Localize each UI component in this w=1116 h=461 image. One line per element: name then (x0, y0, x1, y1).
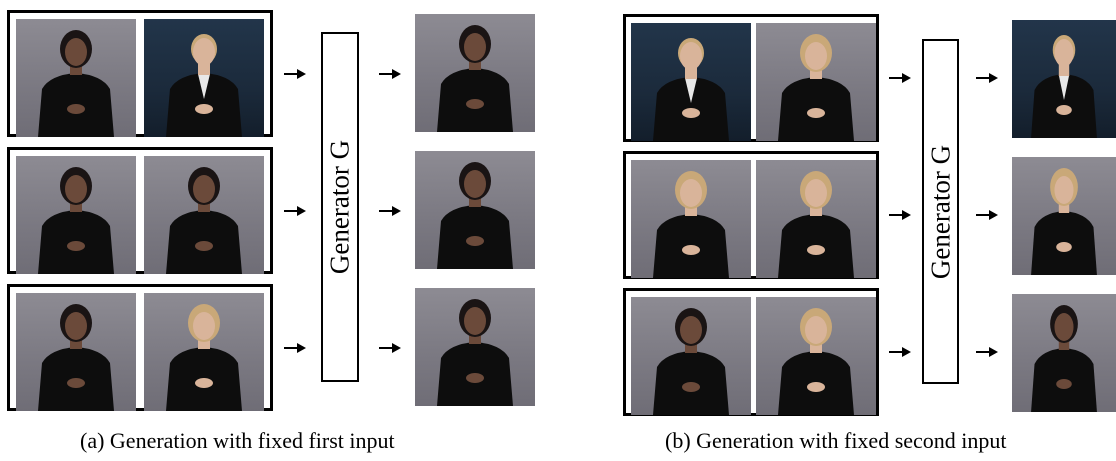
caption-a: (a) Generation with fixed first input (80, 428, 395, 453)
second-input-image (144, 19, 264, 137)
output-arrow-icon (379, 343, 401, 353)
first-input-image (16, 293, 136, 411)
woman-signer-figure (38, 304, 114, 411)
second-input-image (756, 297, 876, 415)
output-arrow-icon (976, 210, 998, 220)
blonde-woman-figure (166, 304, 242, 411)
input-pair-1 (623, 14, 879, 142)
generator-box: Generator G (321, 32, 359, 382)
input-arrow-icon (889, 210, 911, 220)
second-input-image (144, 156, 264, 274)
blonde-woman-figure (778, 34, 854, 141)
output-arrow-icon (379, 206, 401, 216)
blonde-woman-figure (778, 308, 854, 415)
output-image (1012, 157, 1116, 275)
woman-signer-figure (1031, 305, 1097, 412)
output-arrow-icon (976, 73, 998, 83)
output-image (1012, 20, 1116, 138)
caption-b: (b) Generation with fixed second input (665, 428, 1007, 453)
input-arrow-icon (284, 206, 306, 216)
man-in-suit-figure (1031, 35, 1097, 138)
input-pair-2 (623, 151, 879, 279)
input-arrow-icon (284, 69, 306, 79)
first-input-image (631, 160, 751, 278)
woman-signer-figure (653, 308, 729, 415)
second-input-image (756, 23, 876, 141)
second-input-image (756, 160, 876, 278)
output-image (415, 288, 535, 406)
input-arrow-icon (889, 347, 911, 357)
input-pair-3 (623, 288, 879, 416)
man-in-suit-figure (653, 38, 729, 141)
generator-box: Generator G (922, 39, 959, 384)
woman-signer-figure (38, 167, 114, 274)
panel-a: Generator G (a) Generation with fixed fi… (7, 10, 535, 453)
output-image (415, 14, 535, 132)
blonde-woman-figure (778, 171, 854, 278)
man-in-suit-figure (166, 34, 242, 137)
input-arrow-icon (284, 343, 306, 353)
first-input-image (16, 156, 136, 274)
blonde-woman-figure (1031, 168, 1097, 275)
woman-signer-figure (437, 299, 513, 406)
generator-label: Generator G (324, 139, 355, 275)
panel-b: Generator G (b) Generation with fixed se… (558, 0, 1116, 461)
input-pair-3 (7, 284, 273, 411)
second-input-image (144, 293, 264, 411)
input-pair-2 (7, 147, 273, 274)
input-pair-1 (7, 10, 273, 137)
input-arrow-icon (889, 73, 911, 83)
output-image (1012, 294, 1116, 412)
first-input-image (16, 19, 136, 137)
blonde-woman-figure (653, 171, 729, 278)
output-image (415, 151, 535, 269)
first-input-image (631, 23, 751, 141)
woman-signer-figure (166, 167, 242, 274)
first-input-image (631, 297, 751, 415)
woman-signer-figure (437, 25, 513, 132)
output-arrow-icon (379, 69, 401, 79)
woman-signer-figure (38, 30, 114, 137)
woman-signer-figure (437, 162, 513, 269)
output-arrow-icon (976, 347, 998, 357)
generator-label: Generator G (925, 144, 955, 279)
